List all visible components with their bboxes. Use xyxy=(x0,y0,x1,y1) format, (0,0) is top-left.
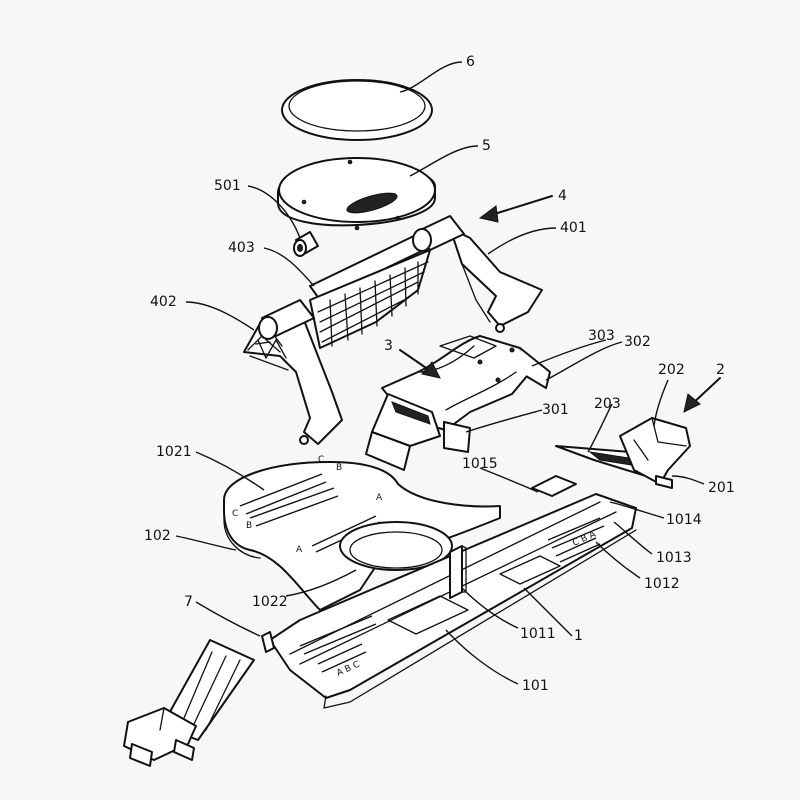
label-1011: 1011 xyxy=(520,626,556,642)
label-3: 3 xyxy=(384,338,393,354)
part-101-base-rail: A B C C B A xyxy=(261,475,637,709)
label-5: 5 xyxy=(482,138,491,154)
part-501-knob xyxy=(293,231,319,257)
label-4: 4 xyxy=(558,188,567,204)
marking-c-left: C xyxy=(232,509,238,519)
part-2-clamp xyxy=(555,417,691,489)
marking-b-top: B xyxy=(336,463,342,473)
marking-c-top: C xyxy=(318,455,324,465)
label-1014: 1014 xyxy=(666,512,702,528)
label-402: 402 xyxy=(150,294,177,310)
label-303: 303 xyxy=(588,328,615,344)
label-202: 202 xyxy=(658,362,685,378)
label-101: 101 xyxy=(522,678,549,694)
label-102: 102 xyxy=(144,528,171,544)
part-5-plate xyxy=(277,157,436,231)
label-1022: 1022 xyxy=(252,594,288,610)
label-201: 201 xyxy=(708,480,735,496)
part-102-table-top: C B C B A A xyxy=(223,455,501,611)
label-301: 301 xyxy=(542,402,569,418)
label-7: 7 xyxy=(184,594,193,610)
label-6: 6 xyxy=(466,54,475,70)
label-1: 1 xyxy=(574,628,583,644)
label-501: 501 xyxy=(214,178,241,194)
leader-lines xyxy=(175,61,705,685)
part-6-top-disc xyxy=(281,79,433,141)
label-1021: 1021 xyxy=(156,444,192,460)
label-302: 302 xyxy=(624,334,651,350)
marking-a-left: A xyxy=(296,545,303,555)
label-1012: 1012 xyxy=(644,576,680,592)
marking-a-right: A xyxy=(376,493,383,503)
roller-left xyxy=(258,299,315,340)
label-2: 2 xyxy=(716,362,725,378)
part-4-support-frame xyxy=(243,215,543,445)
part-7-leg-strap xyxy=(123,639,255,767)
roller-right xyxy=(412,215,465,252)
label-203: 203 xyxy=(594,396,621,412)
reference-numerals: 6 5 501 4 403 401 402 3 303 302 301 203 … xyxy=(144,54,735,694)
assembly-arrows xyxy=(399,195,721,413)
label-403: 403 xyxy=(228,240,255,256)
part-3-cradle xyxy=(365,335,551,471)
label-1013: 1013 xyxy=(656,550,692,566)
marking-b-left: B xyxy=(246,521,252,531)
label-1015: 1015 xyxy=(462,456,498,472)
label-401: 401 xyxy=(560,220,587,236)
